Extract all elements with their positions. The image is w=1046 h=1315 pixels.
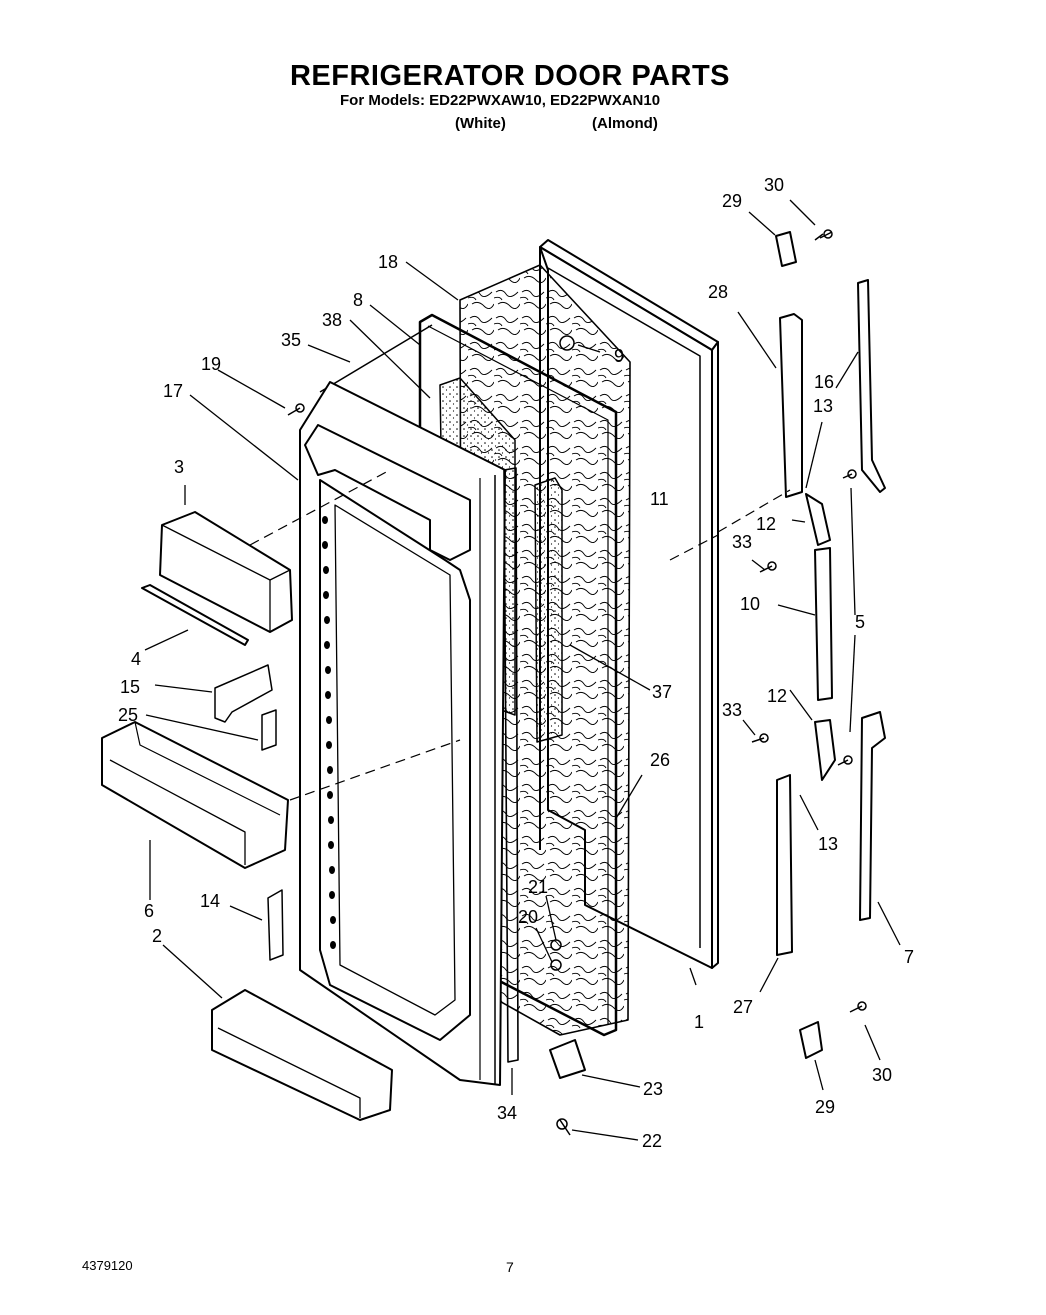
callout-4: 4: [131, 649, 141, 669]
callout-35: 35: [281, 330, 301, 350]
callout-2: 2: [152, 926, 162, 946]
callout-27: 27: [733, 997, 753, 1017]
callout-23: 23: [643, 1079, 663, 1099]
callout-18: 18: [378, 252, 398, 272]
callout-16: 16: [814, 372, 834, 392]
callout-1: 1: [694, 1012, 704, 1032]
callout-30b: 30: [872, 1065, 892, 1085]
callout-11: 11: [650, 489, 669, 509]
callout-22: 22: [642, 1131, 662, 1151]
dairy-compartment-door: [141, 511, 293, 646]
large-door-bin: [101, 721, 289, 869]
assembly-lines: [249, 469, 791, 801]
page-title: REFRIGERATOR DOOR PARTS: [289, 60, 731, 92]
callout-5: 5: [855, 612, 865, 632]
screws: [287, 229, 867, 1136]
callout-17: 17: [163, 381, 183, 401]
callout-13a: 13: [813, 396, 833, 416]
callout-8: 8: [353, 290, 363, 310]
callout-26: 26: [650, 750, 670, 770]
callout-21: 21: [528, 877, 548, 897]
callout-13b: 13: [818, 834, 838, 854]
callout-12b: 12: [767, 686, 787, 706]
callout-6: 6: [144, 901, 154, 921]
callout-12a: 12: [756, 514, 776, 534]
callout-29a: 29: [722, 191, 742, 211]
callout-7: 7: [904, 947, 914, 967]
callout-38: 38: [322, 310, 342, 330]
callout-25: 25: [118, 705, 138, 725]
document-number: 4379120: [82, 1258, 133, 1273]
models-subtitle: For Models: ED22PWXAW10, ED22PWXAN10: [340, 92, 661, 109]
callout-15: 15: [120, 677, 140, 697]
callout-9: 9: [614, 346, 624, 366]
callout-3: 3: [174, 457, 184, 477]
callout-37: 37: [652, 682, 672, 702]
callout-30a: 30: [764, 175, 784, 195]
small-door-bin: [211, 989, 393, 1121]
callout-10: 10: [740, 594, 760, 614]
hinge-hardware: [549, 231, 836, 1079]
callout-29b: 29: [815, 1097, 835, 1117]
callout-28: 28: [708, 282, 728, 302]
callout-33b: 33: [722, 700, 742, 720]
variant-white: (White): [455, 115, 506, 132]
page-number: 7: [506, 1259, 514, 1275]
callout-33a: 33: [732, 532, 752, 552]
variant-almond: (Almond): [592, 115, 658, 132]
callout-19: 19: [201, 354, 221, 374]
callout-20: 20: [518, 907, 538, 927]
shelf-dimples: [322, 516, 336, 949]
inner-door-liner: [299, 381, 506, 1086]
leader-lines: [144, 199, 901, 1141]
callout-34: 34: [497, 1103, 517, 1123]
callout-14: 14: [200, 891, 220, 911]
